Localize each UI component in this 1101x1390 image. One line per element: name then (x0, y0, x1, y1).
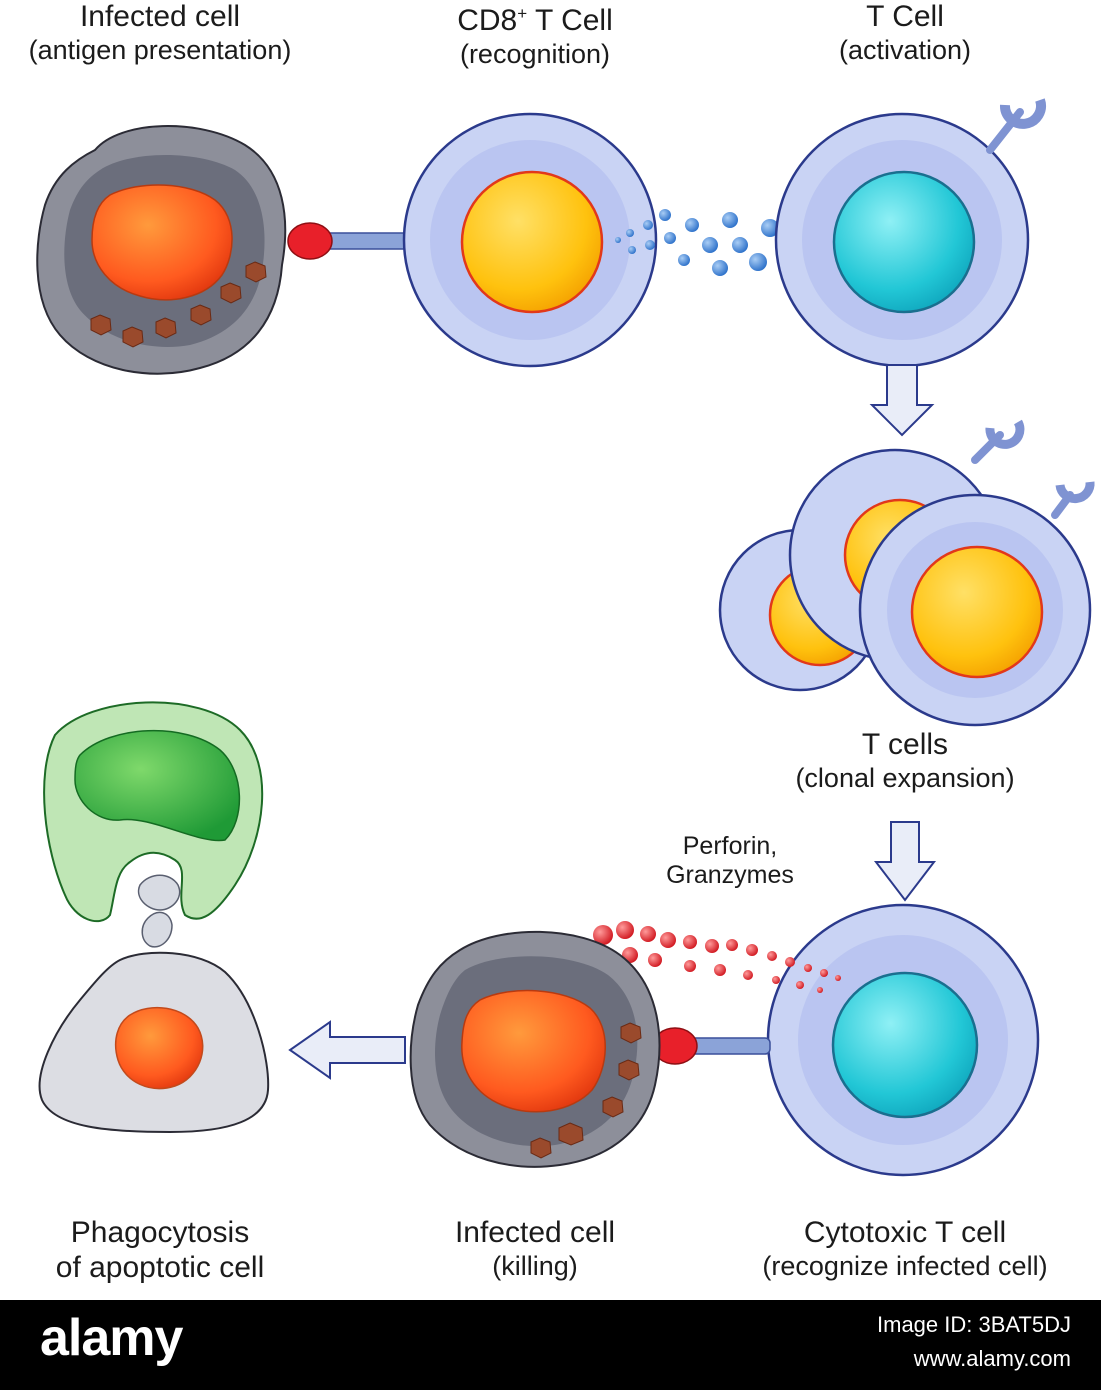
label-infected-cell-killing: Infected cell (killing) (395, 1216, 675, 1282)
label-t-cells-expansion-subtitle: (clonal expansion) (795, 762, 1015, 793)
cytotoxic-t-cell (766, 903, 1040, 1177)
infected-cell-killing (409, 930, 661, 1168)
label-t-cell-activation-title: T Cell (866, 0, 944, 33)
activated-t-cell (774, 98, 1046, 368)
label-phagocytosis: Phagocytosis of apoptotic cell (0, 1216, 320, 1285)
cd8-t-cell (402, 112, 658, 368)
label-cytotoxic-subtitle: (recognize infected cell) (762, 1250, 1048, 1281)
receptor-link-top (287, 222, 411, 260)
label-cd8-title-rest: T Cell (527, 4, 613, 37)
label-cytotoxic-title: Cytotoxic T cell (803, 1216, 1007, 1249)
label-infected-cell-top: Infected cell (antigen presentation) (0, 0, 320, 66)
label-t-cells-expansion: T cells (clonal expansion) (760, 728, 1050, 794)
label-cd8-t-cell: CD8+ T Cell (recognition) (390, 4, 680, 70)
arrow-down-2 (873, 821, 937, 902)
apoptotic-cell (38, 951, 270, 1134)
perforin-dots (588, 921, 841, 993)
label-cd8-title-main: CD8 (457, 4, 518, 37)
label-perforin-line1: Perforin, (682, 832, 778, 860)
label-cd8-title: CD8+ T Cell (390, 4, 680, 39)
label-t-cell-activation-subtitle: (activation) (838, 34, 972, 65)
label-infected-cell-top-subtitle: (antigen presentation) (28, 34, 292, 65)
brand-logo: alamy (40, 1309, 183, 1367)
label-t-cells-expansion-title: T cells (861, 728, 949, 761)
phagocyte (43, 701, 264, 948)
cytokine-dots (615, 209, 812, 276)
label-phagocytosis-line2: of apoptotic cell (55, 1250, 265, 1284)
label-perforin-granzymes: Perforin, Granzymes (620, 832, 840, 890)
label-infected-cell-killing-title: Infected cell (454, 1216, 616, 1249)
label-infected-cell-top-title: Infected cell (79, 0, 241, 33)
receptor-link-bottom (652, 1027, 771, 1065)
label-phagocytosis-line1: Phagocytosis (70, 1216, 250, 1249)
footer-bar: alamy Image ID: 3BAT5DJ www.alamy.com (0, 1300, 1101, 1390)
arrow-left (288, 1020, 406, 1080)
label-cytotoxic-t-cell: Cytotoxic T cell (recognize infected cel… (725, 1216, 1085, 1282)
clonal-expansion-cells (718, 419, 1095, 727)
label-cd8-subtitle: (recognition) (459, 38, 611, 69)
immune-response-diagram (36, 98, 1095, 1177)
label-infected-cell-killing-subtitle: (killing) (492, 1250, 578, 1281)
label-cd8-title-sup: + (517, 4, 528, 23)
image-id-text: Image ID: 3BAT5DJ (877, 1312, 1071, 1337)
site-url-text: www.alamy.com (913, 1346, 1071, 1371)
infected-cell-top (36, 125, 287, 375)
label-t-cell-activation: T Cell (activation) (780, 0, 1030, 66)
label-perforin-line2: Granzymes (666, 860, 794, 889)
arrow-down-1 (869, 364, 935, 437)
